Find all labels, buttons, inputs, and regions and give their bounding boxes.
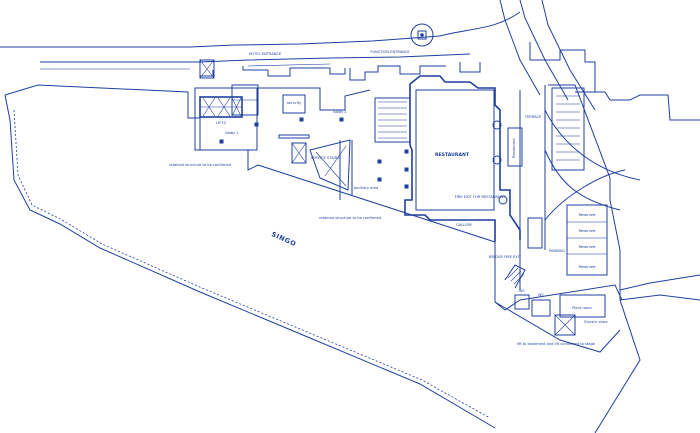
label-wc-1: WC (519, 289, 526, 293)
lifts-core (194, 59, 259, 151)
label-fire-exit-restaurant: FIRE EXIT FOR RESTAURANT (455, 195, 506, 199)
service-rooms (494, 264, 623, 353)
building-outline-left (4, 84, 496, 429)
label-lobby-2: lobby 2 (333, 110, 346, 114)
label-security: security (287, 101, 302, 105)
label-retained-structure-2: retained structure to be confirmed (319, 216, 381, 220)
label-reserved-2: Reserved (579, 229, 596, 233)
right-parking (519, 84, 700, 433)
label-retained-structure-1: retained structure to be confirmed (169, 163, 231, 167)
label-service-stairs: SERVICE STAIRS (311, 156, 341, 160)
label-reserved-4: Reserved (579, 265, 596, 269)
label-lift-note: lift to basement and lift connected to s… (517, 342, 596, 346)
label-bridge-fire-exit: BRIDGE FIRE EXIT (489, 255, 522, 259)
restaurant-block (404, 75, 523, 242)
label-reserved-1: Reserved (579, 213, 596, 217)
label-plant-room: Plant room (572, 306, 592, 310)
label-lobby-1: lobby 1 (225, 131, 238, 135)
label-restaurant-store: Restaurant (512, 138, 516, 158)
label-singo: SINGO (270, 230, 297, 248)
label-restaurant: RESTAURANT (435, 152, 470, 158)
kiosk-marker (410, 23, 434, 47)
label-wc-2: WC (538, 293, 545, 297)
frontage (199, 62, 481, 81)
label-terrace: TERRACE (524, 115, 542, 119)
label-reserved-3: Reserved (579, 245, 596, 249)
street-boundary (0, 0, 700, 121)
plan-labels: HOTEL ENTRANCE FUNCTION ENTRANCE LIFTS l… (169, 50, 609, 346)
label-lifts: LIFTS (216, 121, 226, 125)
label-electric-store: Electric store (584, 320, 608, 324)
label-ancillary-area: ancillary area (354, 186, 378, 190)
label-hotel-entrance: HOTEL ENTRANCE (249, 52, 282, 56)
label-gallery: GALLERY (456, 223, 473, 227)
label-parking: PARKING (549, 249, 565, 253)
label-function-entrance: FUNCTION ENTRANCE (370, 50, 410, 54)
